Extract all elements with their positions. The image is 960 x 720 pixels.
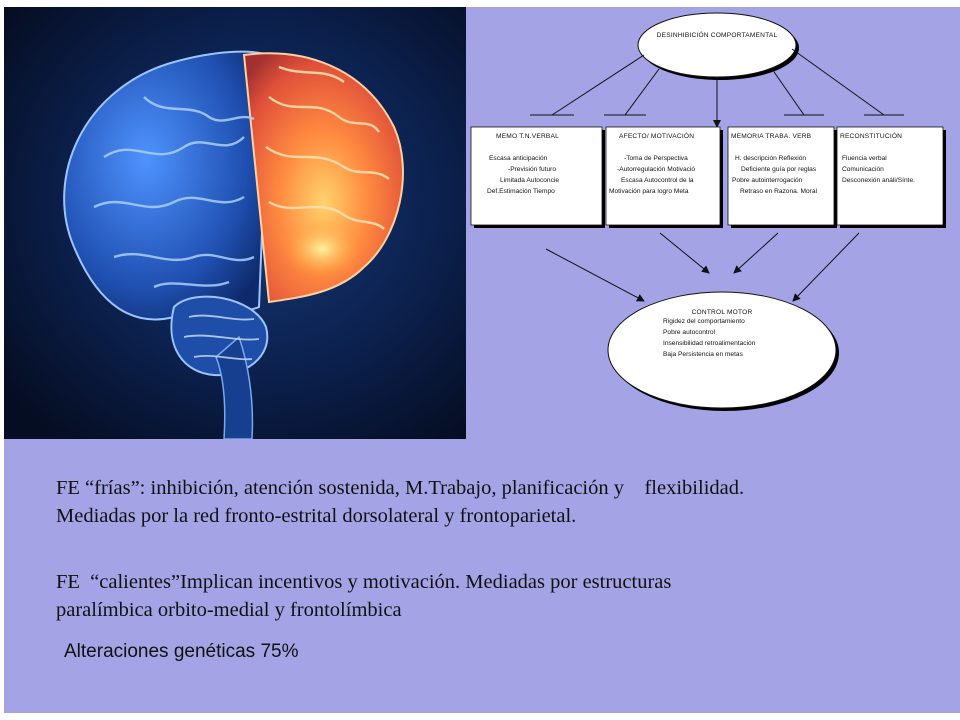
box-2-item: Motivación para logro Meta: [609, 188, 689, 195]
hot-ef-line-1: FE “calientes”Implican incentivos y moti…: [56, 571, 672, 593]
box-3-item: Deficiente guía por reglas: [741, 166, 817, 173]
box-memo-no-verbal: MEMO T.N.VERBAL Escasa anticipación -Pre…: [470, 126, 605, 228]
box-3-item: Retraso en Razona. Moral: [740, 188, 817, 195]
inhibition-connectors: [530, 48, 904, 116]
box-afecto-motivacion: AFECTO/ MOTIVACIÓN -Toma de Perspectiva …: [605, 126, 723, 228]
box-3-item: Pobre autointerrogación: [732, 177, 803, 184]
barkley-model-diagram: DESINHIBICIÓN COMPORTAMENTAL MEMO T.N.VE…: [470, 12, 946, 411]
bottom-node-item: Insensibilidad retroalimentación: [663, 340, 756, 347]
box-reconstitucion: RECONSTITUCIÓN Fluencia verbal Comunicac…: [836, 126, 946, 228]
convergent-arrows: [545, 232, 860, 302]
box-1-item: Escasa anticipación: [489, 155, 548, 162]
top-node: DESINHIBICIÓN COMPORTAMENTAL: [637, 12, 799, 80]
bottom-node: CONTROL MOTOR Rigidez del comportamiento…: [607, 291, 839, 411]
hot-ef-line-2: paralímbica orbito-medial y frontolímbic…: [56, 599, 402, 621]
box-1-item: Limitada Autoconcie: [500, 177, 559, 184]
bottom-node-item: Pobre autocontrol: [663, 329, 716, 336]
bottom-node-item: Rigidez del comportamiento: [663, 318, 745, 325]
box-memoria-trabajo-verbal: MEMORIA TRABA. VERB H. descripción Refle…: [727, 126, 837, 228]
hot-ef-paragraph: FE “calientes”Implican incentivos y moti…: [56, 568, 956, 624]
box-4-item: Desconexión análi/Sínte.: [842, 177, 915, 184]
box-4-title: RECONSTITUCIÓN: [840, 131, 902, 140]
cold-ef-line-2: Mediadas por la red fronto-estrital dors…: [56, 505, 577, 527]
box-2-item: -Toma de Perspectiva: [624, 155, 688, 162]
bottom-node-item: Baja Persistencia en metas: [663, 351, 744, 358]
brain-image: [4, 7, 466, 439]
box-1-item: Def.Estimación Tiempo: [487, 188, 555, 195]
box-1-item: -Previsión futuro: [508, 166, 556, 173]
genetics-note: Alteraciones genéticas 75%: [64, 641, 299, 662]
box-4-item: Fluencia verbal: [842, 155, 887, 162]
box-2-item: -Autorregulación Motivació: [617, 166, 695, 173]
box-4-item: Comunicación: [842, 166, 884, 173]
box-3-title: MEMORIA TRABA. VERB: [731, 133, 812, 140]
top-node-label: DESINHIBICIÓN COMPORTAMENTAL: [657, 30, 778, 39]
box-3-item: H. descripción Reflexión: [735, 155, 806, 162]
cold-ef-paragraph: FE “frías”: inhibición, atención sosteni…: [56, 474, 956, 530]
box-1-title: MEMO T.N.VERBAL: [496, 133, 559, 140]
box-2-item: Escasa Autocontrol de la: [621, 177, 694, 184]
box-2-title: AFECTO/ MOTIVACIÓN: [619, 131, 694, 140]
bottom-node-title: CONTROL MOTOR: [692, 309, 753, 316]
cold-ef-line-1: FE “frías”: inhibición, atención sosteni…: [56, 477, 745, 499]
slide: DESINHIBICIÓN COMPORTAMENTAL MEMO T.N.VE…: [4, 7, 960, 713]
